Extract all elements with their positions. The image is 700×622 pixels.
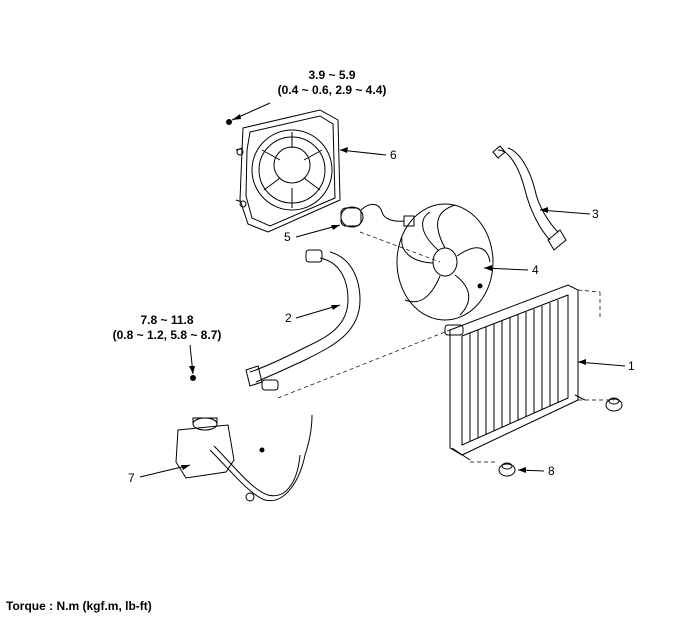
mount-bushing-icon xyxy=(498,397,623,477)
torque-spec-line1: 3.9 ~ 5.9 xyxy=(308,68,356,82)
shroud-bolt-icon xyxy=(226,119,232,125)
callout-number-7: 7 xyxy=(128,471,135,485)
torque-spec-shroud-bolts: 3.9 ~ 5.9 (0.4 ~ 0.6, 2.9 ~ 4.4) xyxy=(262,68,402,98)
lower-hose xyxy=(245,249,361,391)
upper-hose xyxy=(492,145,567,251)
torque-spec-line1: 7.8 ~ 11.8 xyxy=(140,313,194,327)
torque-spec-reservoir-bolt: 7.8 ~ 11.8 (0.8 ~ 1.2, 5.8 ~ 8.7) xyxy=(92,313,242,343)
callout-number-8: 8 xyxy=(548,464,555,478)
radiator xyxy=(444,284,586,461)
coolant-reservoir xyxy=(175,414,313,502)
torque-units-note: Torque : N.m (kgf.m, lb-ft) xyxy=(6,599,152,613)
callout-6-leader xyxy=(339,149,387,156)
callout-number-6: 6 xyxy=(390,148,397,162)
callout-number-2: 2 xyxy=(285,311,292,325)
callout-number-4: 4 xyxy=(532,263,539,277)
assembly-guide-lines xyxy=(277,231,614,463)
cooling-fan xyxy=(396,203,494,321)
torque-spec-line2: (0.8 ~ 1.2, 5.8 ~ 8.7) xyxy=(112,328,222,342)
callout-number-5: 5 xyxy=(284,230,291,244)
torque-spec-line2: (0.4 ~ 0.6, 2.9 ~ 4.4) xyxy=(277,83,387,97)
callout-3-leader xyxy=(539,209,591,215)
fan-shroud xyxy=(235,109,341,233)
callout-number-3: 3 xyxy=(592,207,599,221)
fan-motor xyxy=(340,203,415,228)
callout-7-leader xyxy=(139,464,191,478)
callout-number-1: 1 xyxy=(628,359,635,373)
